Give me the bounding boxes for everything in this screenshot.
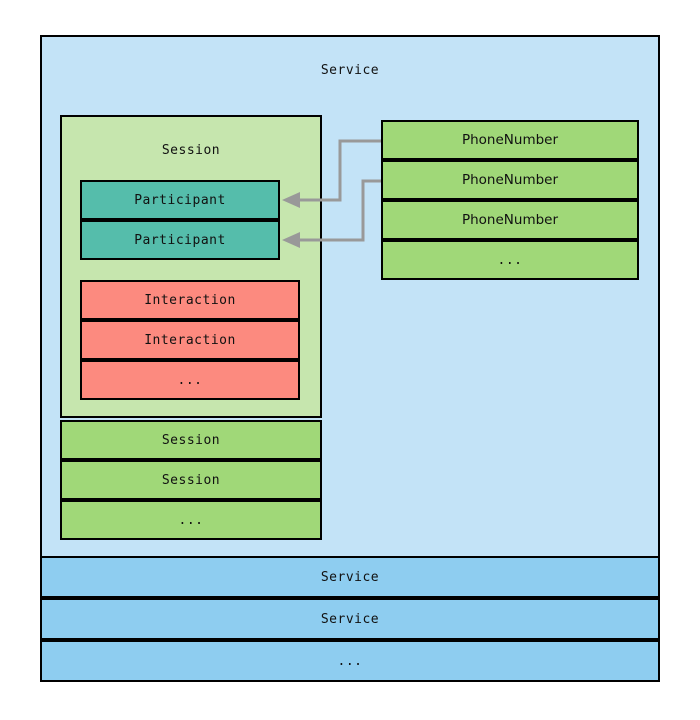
service-row-3[interactable]: ...	[40, 640, 660, 682]
participant-label: Participant	[134, 232, 226, 248]
phone-number-ellipsis-label: ...	[497, 252, 523, 268]
session-container-title: Session	[161, 143, 221, 158]
service-label: Service	[320, 569, 380, 585]
phone-number-row-1[interactable]: PhoneNumber	[381, 120, 639, 160]
service-row-2[interactable]: Service	[40, 598, 660, 640]
session-label: Session	[161, 432, 221, 448]
service-row-1[interactable]: Service	[40, 556, 660, 598]
phone-number-row-4[interactable]: ...	[381, 240, 639, 280]
phone-number-row-2[interactable]: PhoneNumber	[381, 160, 639, 200]
interaction-ellipsis-label: ...	[177, 372, 203, 388]
interaction-row-1[interactable]: Interaction	[80, 280, 300, 320]
participant-label: Participant	[134, 192, 226, 208]
session-ellipsis-label: ...	[178, 512, 204, 528]
session-row-1[interactable]: Session	[60, 420, 322, 460]
service-container-title: Service	[320, 63, 380, 78]
participant-row-1[interactable]: Participant	[80, 180, 280, 220]
interaction-row-2[interactable]: Interaction	[80, 320, 300, 360]
interaction-label: Interaction	[144, 332, 236, 348]
interaction-label: Interaction	[144, 292, 236, 308]
phone-number-label: PhoneNumber	[461, 172, 559, 188]
session-row-2[interactable]: Session	[60, 460, 322, 500]
session-label: Session	[161, 472, 221, 488]
interaction-row-3[interactable]: ...	[80, 360, 300, 400]
phone-number-row-3[interactable]: PhoneNumber	[381, 200, 639, 240]
service-ellipsis-label: ...	[337, 653, 363, 669]
session-row-3[interactable]: ...	[60, 500, 322, 540]
phone-number-label: PhoneNumber	[461, 212, 559, 228]
phone-number-label: PhoneNumber	[461, 132, 559, 148]
participant-row-2[interactable]: Participant	[80, 220, 280, 260]
service-label: Service	[320, 611, 380, 627]
